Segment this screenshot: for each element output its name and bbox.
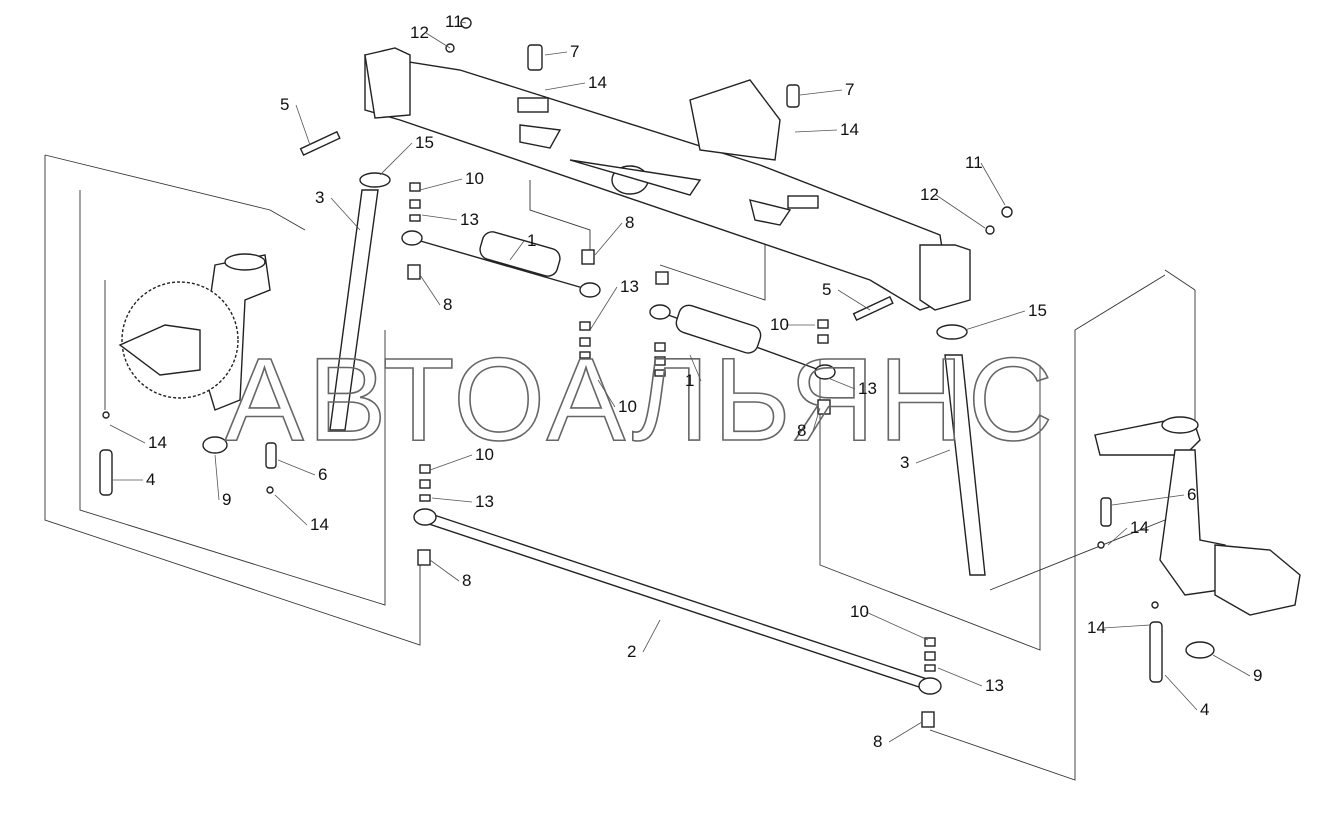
callout-leader-line [1212,654,1251,677]
callout-leader-line [964,310,1026,331]
callout-leader-line [1107,527,1128,546]
callout-number: 7 [845,80,854,99]
callout-leader-line [421,214,458,221]
callout-leader-line [295,104,311,146]
callout-leader-line [431,497,473,503]
callout-number: 10 [465,169,484,188]
callout-leader-line [274,494,308,526]
callout-number: 14 [588,73,607,92]
callout-number: 9 [1253,666,1262,685]
callout-leader-line [544,51,568,56]
callout-leader-line [980,162,1006,206]
callout-leader-line [594,222,623,256]
callout-leader-line [277,459,316,476]
callout-leader-line [509,240,525,261]
callout-leader-line [419,274,441,306]
tie-rod [413,508,942,695]
callout-number: 14 [148,433,167,452]
callout-number: 1 [527,231,536,250]
callout-leader-line [1102,624,1151,629]
callout-number: 3 [900,453,909,472]
callout-number: 11 [445,12,463,31]
callout-leader-line [109,424,146,444]
callout-number: 5 [822,280,831,299]
callout-number: 12 [410,23,429,42]
callout-number: 10 [618,397,637,416]
callout-leader-line [937,667,983,687]
callout-number: 8 [443,295,452,314]
callout-leader-line [597,379,616,408]
callout-number: 1 [685,371,694,390]
callout-leader-line [888,721,923,743]
callout-leader-line [425,32,451,49]
right-steering-knuckle [1094,416,1301,683]
callout-number: 15 [415,133,434,152]
callout-number: 9 [222,490,231,509]
callout-number: 5 [280,95,289,114]
callout-number: 2 [627,642,636,661]
callout-leader-line [330,197,361,231]
callout-number: 14 [840,120,859,139]
callout-leader-line [214,454,220,501]
axle-beam [364,47,971,311]
callout-number: 8 [462,571,471,590]
callout-number: 8 [625,213,634,232]
callout-number: 11 [965,153,983,172]
callout-leader-line [544,82,586,91]
king-pins [329,172,986,576]
callout-leader-line [827,377,856,390]
callout-number: 4 [1200,700,1209,719]
callout-number: 13 [858,379,877,398]
callout-number: 3 [315,188,324,207]
callout-number: 14 [310,515,329,534]
callout-number: 4 [146,470,155,489]
washers-nuts [407,182,936,728]
callout-leader-line [837,289,871,311]
callout-leader-line [642,619,661,653]
callout-number: 14 [1087,618,1106,637]
callout-leader-line [1111,494,1185,506]
callout-number: 13 [620,277,639,296]
callout-number: 7 [570,42,579,61]
callout-leader-line [429,559,460,582]
callout-leader-line [935,194,986,229]
callout-leader-line [589,286,618,331]
callout-number: 14 [1130,518,1149,537]
watermark: АВТОАЛЬЯНС [225,334,1057,466]
callout-number: 8 [797,421,806,440]
callout-leader-line [799,89,843,96]
callout-number: 6 [1187,485,1196,504]
hydraulic-cylinders [401,230,836,380]
callout-number: 10 [850,602,869,621]
callout-leader-line [429,454,473,471]
assembly-lines [44,154,1196,781]
callout-number: 12 [920,185,939,204]
callout-leader-line [419,178,463,191]
callout-leader-line [794,129,838,133]
callout-leader-line [1164,674,1198,711]
callout-number: 10 [770,315,789,334]
callout-number: 6 [318,465,327,484]
callout-leader-line [865,611,929,641]
callout-number: 8 [873,732,882,751]
callout-number: 10 [475,445,494,464]
callout-leader-line [460,21,467,24]
callout-leader-line [915,449,951,464]
pins [299,17,1013,322]
callout-labels: 11 12 7 14 5 15 7 14 11 12 10 13 3 1 8 8 13 5 15 10 1 13 10 8 3 1… [109,12,1262,751]
callout-leader-line [689,354,702,382]
callout-leader-line [379,142,413,176]
callout-number: 13 [475,492,494,511]
callout-number: 15 [1028,301,1047,320]
callout-number: 13 [460,210,479,229]
callout-leader-line [812,407,821,432]
left-steering-knuckle [99,253,277,496]
callout-number: 13 [985,676,1004,695]
